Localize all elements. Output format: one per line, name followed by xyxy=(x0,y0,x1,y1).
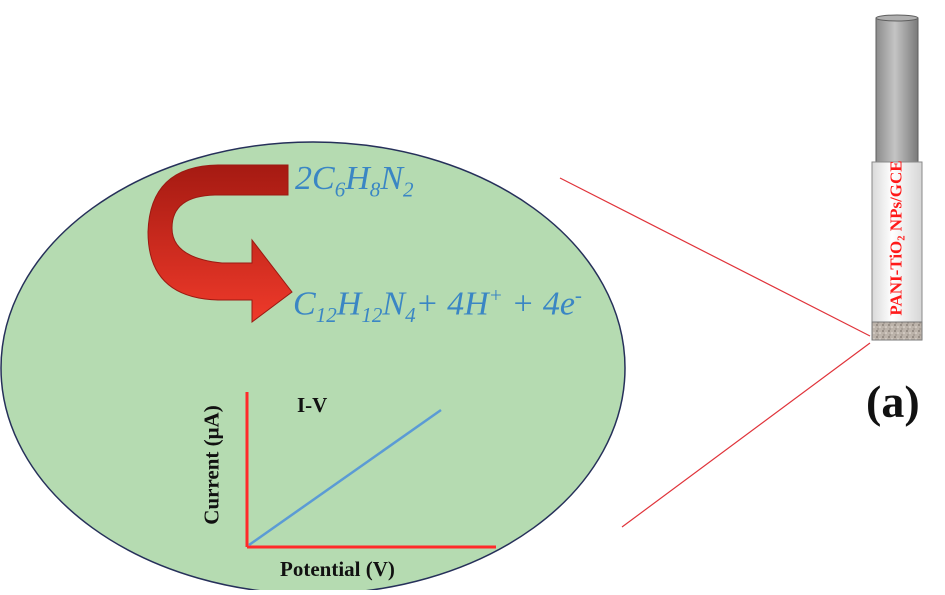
electrode xyxy=(871,14,923,341)
zoom-line-top xyxy=(559,177,871,337)
x-axis-label: Potential (V) xyxy=(280,557,395,581)
y-axis-label: Current (μA) xyxy=(199,405,224,525)
panel-label: (a) xyxy=(866,376,920,427)
iv-line-label: I-V xyxy=(297,393,328,417)
electrode-coating xyxy=(871,321,923,341)
electrode-rod xyxy=(875,17,919,169)
reactant-formula: 2C6H8N2 xyxy=(295,160,414,202)
iv-line xyxy=(248,408,442,547)
product-formula: C12H12N4+ 4H+ + 4e- xyxy=(293,283,582,328)
curved-reaction-arrow xyxy=(147,164,293,323)
zoom-line-bottom xyxy=(621,342,871,528)
electrode-label: PANI-TiO2 NPs/GCE xyxy=(886,160,908,316)
magnified-surface-ellipse xyxy=(0,141,626,595)
electrode-body xyxy=(871,161,923,341)
